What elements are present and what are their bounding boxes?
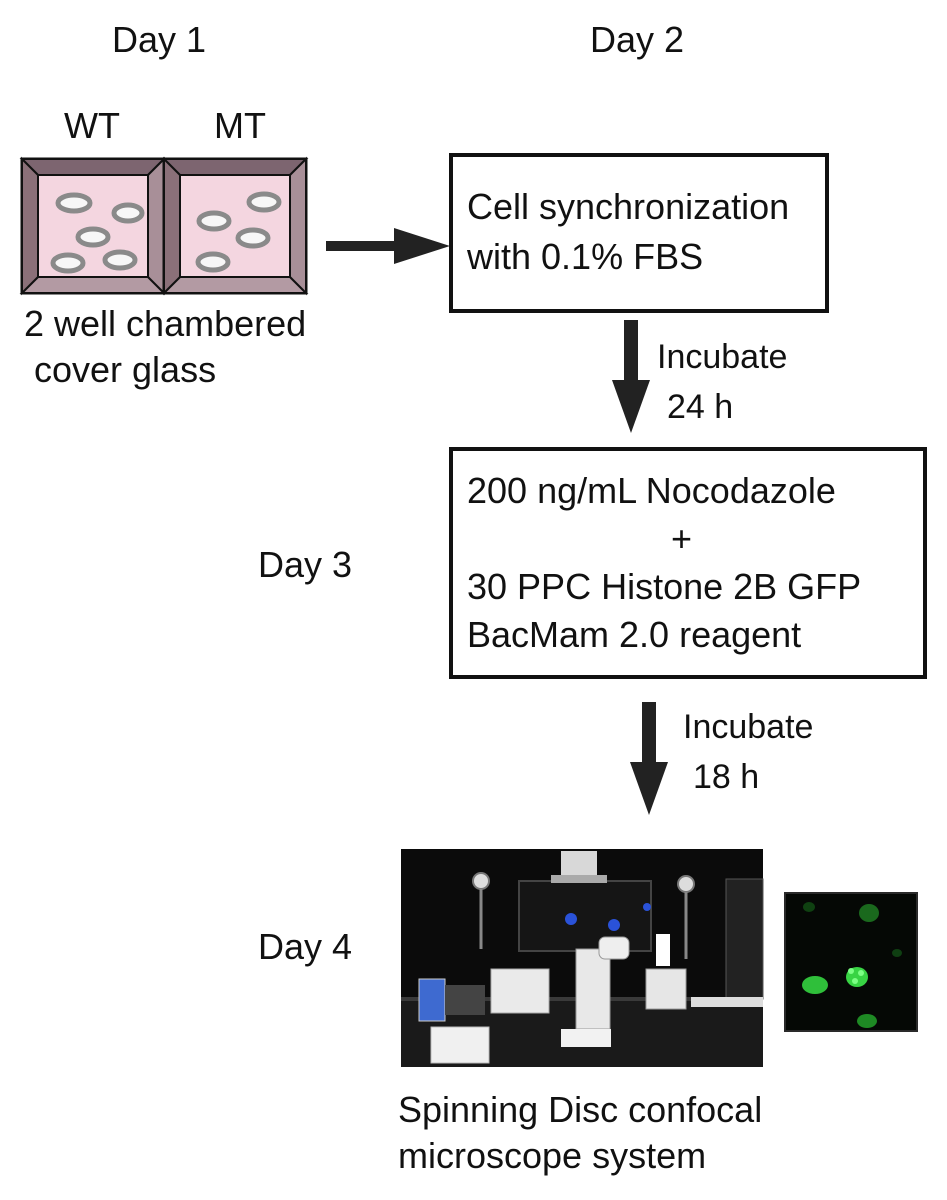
treatment-box: 200 ng/mL Nocodazole + 30 PPC Histone 2B… bbox=[449, 447, 927, 679]
treatment-line4: BacMam 2.0 reagent bbox=[467, 614, 802, 655]
cell-icon bbox=[111, 202, 145, 224]
incubate2-line2: 18 h bbox=[693, 758, 760, 796]
cell-icon bbox=[75, 226, 111, 248]
fluorescence-image bbox=[784, 892, 918, 1032]
microscope-photo bbox=[401, 849, 764, 1067]
incubate1-line2: 24 h bbox=[667, 388, 734, 426]
day4-label: Day 4 bbox=[258, 926, 353, 967]
cell-icon bbox=[50, 252, 86, 274]
day1-label: Day 1 bbox=[112, 19, 207, 60]
incubate2-line1: Incubate bbox=[683, 708, 814, 746]
arrow-down-icon bbox=[630, 702, 668, 815]
cell-icon bbox=[196, 210, 232, 232]
well-label-wt: WT bbox=[64, 105, 120, 146]
microscope-caption-line2: microscope system bbox=[398, 1135, 707, 1176]
cell-icon bbox=[235, 227, 271, 249]
synchronization-box: Cell synchronization with 0.1% FBS bbox=[449, 153, 829, 313]
synchronization-line2: with 0.1% FBS bbox=[467, 236, 704, 277]
well-mt bbox=[161, 156, 309, 296]
day3-label: Day 3 bbox=[258, 544, 353, 585]
arrow-down-icon bbox=[612, 320, 650, 433]
cell-icon bbox=[102, 249, 138, 271]
chamber-caption-line1: 2 well chambered bbox=[24, 303, 307, 344]
cell-icon bbox=[195, 251, 231, 273]
day2-label: Day 2 bbox=[590, 19, 685, 60]
treatment-line3: 30 PPC Histone 2B GFP bbox=[467, 566, 862, 607]
chamber-caption-line2: cover glass bbox=[34, 349, 217, 390]
chambered-cover-glass bbox=[19, 156, 309, 296]
arrow-right-icon bbox=[326, 228, 450, 264]
treatment-line1: 200 ng/mL Nocodazole bbox=[467, 470, 836, 511]
cell-icon bbox=[55, 192, 93, 214]
treatment-plus: + bbox=[671, 518, 693, 559]
cell-icon bbox=[246, 191, 282, 213]
well-label-mt: MT bbox=[214, 105, 266, 146]
incubate1-line1: Incubate bbox=[657, 338, 788, 376]
microscope-caption-line1: Spinning Disc confocal bbox=[398, 1089, 763, 1130]
well-wt bbox=[19, 156, 167, 296]
synchronization-line1: Cell synchronization bbox=[467, 186, 790, 227]
